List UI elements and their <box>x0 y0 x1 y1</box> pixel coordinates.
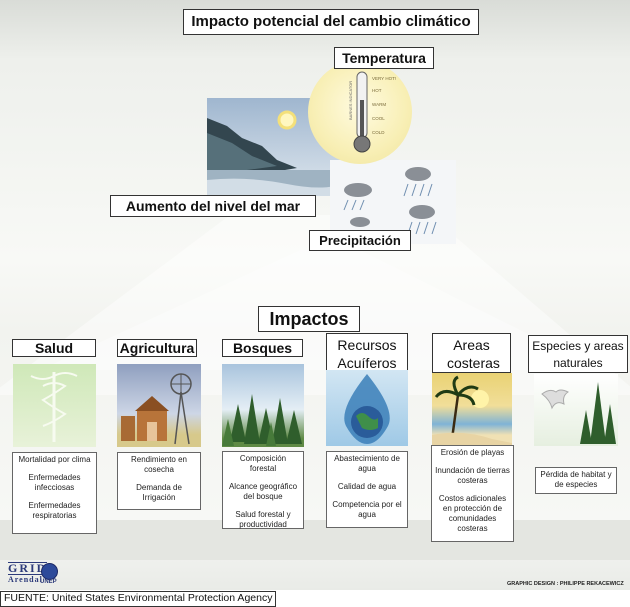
list-item: Inundación de tierras costeras <box>435 466 510 485</box>
list-item: Salud forestal y productividad <box>235 510 291 529</box>
temperature-label: Temperatura <box>334 47 434 69</box>
grid-logo-text: GRID <box>8 561 48 575</box>
salud-description: Mortalidad por clima Enfermedades infecc… <box>12 452 97 534</box>
list-item: Pérdida de habitat y de especies <box>540 470 612 489</box>
list-item: Alcance geográfico del bosque <box>228 482 298 501</box>
especies-image <box>534 374 618 446</box>
category-bosques-label: Bosques <box>222 339 303 357</box>
category-salud-label: Salud <box>12 339 96 357</box>
agricultura-description: Rendimiento en cosecha Demanda de Irriga… <box>117 452 201 510</box>
list-item: Mortalidad por clima <box>18 455 91 464</box>
areas-costeras-image <box>432 373 512 446</box>
thermo-label-hot: HOT <box>372 88 382 93</box>
areas-costeras-description: Erosión de playas Inundación de tierras … <box>431 445 514 542</box>
list-item: Enfermedades infecciosas <box>28 473 81 492</box>
list-item: Enfermedades respiratorias <box>28 501 81 520</box>
category-agricultura-label: Agricultura <box>117 339 197 357</box>
precipitation-label: Precipitación <box>309 230 411 251</box>
thermo-label-cool: COOL <box>372 116 385 121</box>
salud-image <box>13 364 96 447</box>
list-item: Calidad de agua <box>337 482 397 491</box>
thermo-label-cold: COLD <box>372 130 385 135</box>
category-recursos-label: Recursos Acuíferos <box>326 333 408 373</box>
list-item: Costos adicionales en protección de comu… <box>438 494 507 533</box>
main-title: Impacto potencial del cambio climático <box>183 9 479 35</box>
thermometer-brand: BARNES INDICATOR <box>348 81 353 120</box>
unep-logo-text: UNEP <box>40 579 57 585</box>
agricultura-image <box>117 364 201 447</box>
category-areas-costeras-label: Areas costeras <box>432 333 511 373</box>
sea-level-image <box>207 98 347 196</box>
category-especies-label: Especies y areas naturales <box>528 335 628 373</box>
list-item: Erosión de playas <box>440 448 505 457</box>
recursos-description: Abastecimiento de agua Calidad de agua C… <box>326 451 408 528</box>
list-item: Competencia por el agua <box>332 500 402 519</box>
thermo-label-warm: WARM <box>372 102 386 107</box>
bosques-description: Composición forestal Alcance geográfico … <box>222 451 304 529</box>
thermometer-image: VERY HOT! HOT WARM COOL COLD BARNES INDI… <box>308 60 412 164</box>
unep-logo-icon <box>41 563 58 580</box>
list-item: Rendimiento en cosecha <box>130 455 188 474</box>
thermo-label-very-hot: VERY HOT! <box>372 76 396 81</box>
design-credit: GRAPHIC DESIGN : PHILIPPE REKACEWICZ <box>507 581 624 587</box>
list-item: Abastecimiento de agua <box>334 454 400 473</box>
arendal-logo-text: Arendal <box>8 575 43 584</box>
source-footer: FUENTE: United States Environmental Prot… <box>0 591 277 607</box>
bosques-image <box>222 364 304 447</box>
especies-description: Pérdida de habitat y de especies <box>535 467 617 494</box>
impacts-title: Impactos <box>258 306 360 332</box>
sea-level-label: Aumento del nivel del mar <box>110 195 316 217</box>
list-item: Demanda de Irrigación <box>136 483 182 502</box>
grid-arendal-logo: GRID Arendal <box>8 561 48 584</box>
recursos-acuiferos-image <box>326 370 408 446</box>
list-item: Composición forestal <box>239 454 287 473</box>
